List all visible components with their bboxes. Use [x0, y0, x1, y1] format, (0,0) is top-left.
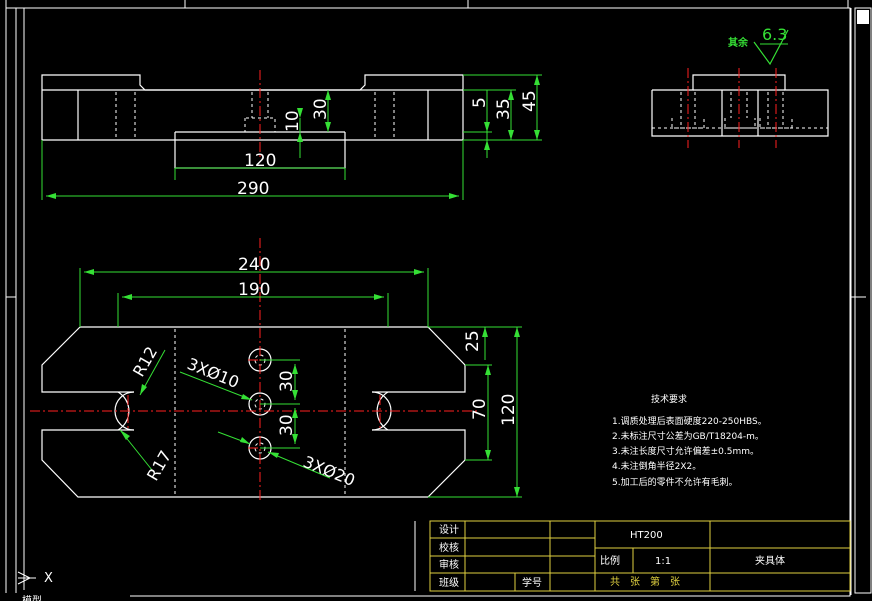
- dim-190-text: 190: [238, 280, 270, 300]
- drawing-frame: [5, 0, 866, 597]
- tb-material: HT200: [630, 530, 663, 541]
- dim-35-text: 35: [494, 98, 514, 120]
- tab-model[interactable]: 模型: [22, 594, 42, 601]
- dim-120-text: 120: [244, 151, 276, 171]
- dim-30a-text: 30: [277, 370, 297, 392]
- dim-290-text: 290: [237, 179, 269, 199]
- tech-requirements: 技术要求 1.调质处理后表面硬度220-250HBS。 2.未标注尺寸公差为GB…: [612, 393, 767, 488]
- surface-finish-value: 6.3: [762, 25, 787, 44]
- dim-45-text: 45: [520, 90, 540, 112]
- front-view: 120 290 10 30 5 35 45: [41, 70, 542, 200]
- tech-requirement-2: 2.未标注尺寸公差为GB/T18204-m。: [612, 430, 764, 442]
- scrollbar-thumb[interactable]: [857, 10, 869, 24]
- scrollbar-vertical[interactable]: [854, 7, 872, 594]
- layout-tabs-bg: [0, 593, 130, 601]
- side-view: [651, 68, 829, 148]
- tb-review-label: 审核: [439, 558, 459, 571]
- dim-120-plan-text: 120: [499, 394, 519, 426]
- dim-10-text: 10: [283, 110, 303, 132]
- tb-scale-label: 比例: [600, 554, 620, 567]
- title-block: 设计 校核 审核 班级 学号 HT200 比例 1:1 夹具体 共 张 第 张: [414, 520, 851, 592]
- tech-requirement-5: 5.加工后的零件不允许有毛刺。: [612, 476, 738, 488]
- tech-requirement-1: 1.调质处理后表面硬度220-250HBS。: [612, 415, 767, 427]
- tb-part-name: 夹具体: [755, 554, 785, 567]
- tb-check-label: 校核: [439, 541, 459, 554]
- ucs-icon: X: [17, 571, 53, 586]
- dim-30-text: 30: [311, 98, 331, 120]
- dim-30b-text: 30: [277, 414, 297, 436]
- dim-5-text: 5: [470, 97, 490, 108]
- tech-requirement-4: 4.未注倒角半径2X2。: [612, 460, 701, 472]
- tech-requirements-title: 技术要求: [651, 393, 687, 405]
- dim-70-text: 70: [470, 398, 490, 420]
- surface-finish-label: 其余: [728, 36, 749, 49]
- tech-requirement-3: 3.未注长度尺寸允许偏差±0.5mm。: [612, 445, 759, 457]
- tb-student-id-label: 学号: [522, 576, 542, 589]
- ucs-x-label: X: [44, 571, 53, 586]
- tb-scale-value: 1:1: [655, 556, 671, 567]
- dim-25-text: 25: [463, 330, 483, 352]
- plan-view: 240 190 25 30 30 70 120 R12 R17 3XØ10 3X…: [30, 238, 522, 500]
- surface-finish-symbol: 其余 6.3: [728, 25, 789, 66]
- tb-class-label: 班级: [439, 577, 459, 589]
- dim-240-text: 240: [238, 255, 270, 275]
- tb-sheets: 共 张 第 张: [610, 575, 680, 588]
- tb-design-label: 设计: [439, 523, 459, 536]
- layout-tabs[interactable]: 模型: [0, 593, 130, 601]
